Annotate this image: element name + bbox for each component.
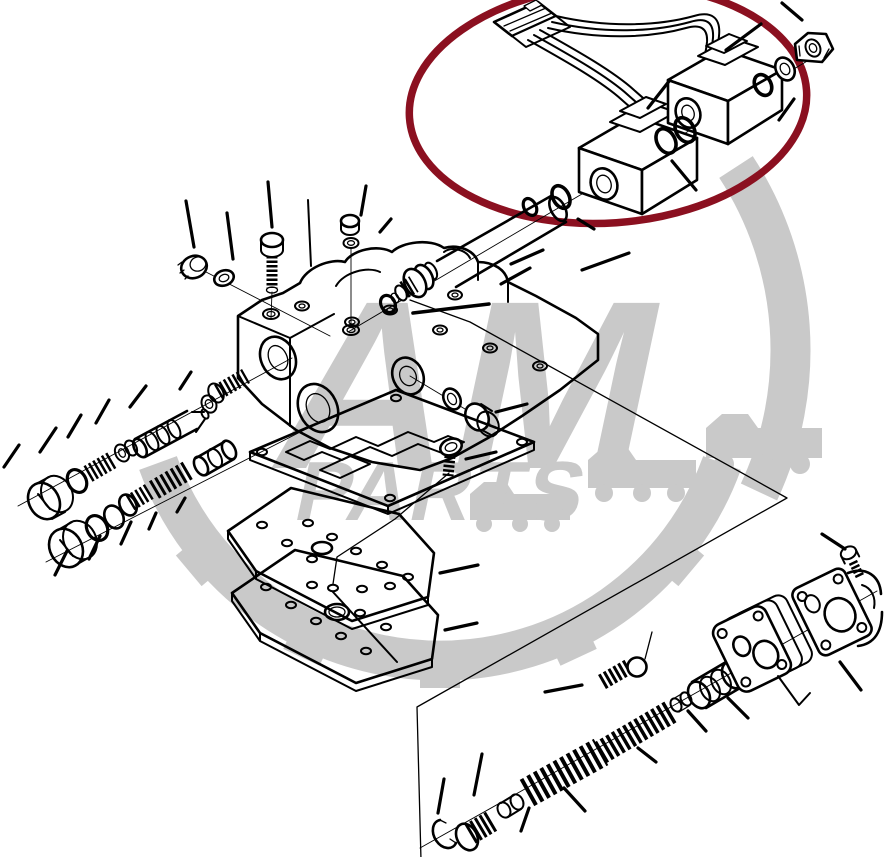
watermark-logo: AM PARTS (139, 156, 822, 688)
gear-teeth (175, 536, 705, 688)
trucks-silhouette (470, 414, 822, 532)
coil-spring-small (83, 451, 119, 482)
watermark-text-primary: AM (255, 251, 689, 519)
truck-icon (706, 414, 822, 474)
hex-plug (177, 254, 209, 280)
grooved-plug (117, 483, 155, 517)
return-spring (148, 460, 196, 499)
flange-housing (791, 567, 884, 657)
truck-icon (588, 447, 696, 502)
body-bore (258, 335, 298, 381)
spool-chain-upper (26, 369, 250, 521)
solenoid-seals (521, 31, 835, 218)
sealing-washer (212, 268, 236, 288)
valve-spool (131, 408, 210, 459)
plate-holes (260, 580, 392, 656)
snap-o-ring (102, 504, 126, 530)
guide-cylinder (496, 793, 525, 819)
pan-screw (439, 437, 463, 477)
plate-holes (256, 518, 414, 594)
ribbed-plug (454, 811, 498, 852)
screw-locating-lines (332, 472, 653, 663)
o-ring (673, 115, 697, 145)
spool-o-ring (65, 467, 89, 495)
breather-cap (339, 213, 361, 236)
hex-nut (793, 31, 835, 64)
highlight-ellipse (405, 0, 811, 228)
body-plug-washer (441, 387, 463, 411)
spacer (669, 691, 693, 713)
pressure-valve-chain (431, 656, 746, 852)
separator-plate-lower (230, 548, 440, 692)
connector-latch (523, 0, 543, 12)
end-cap-1 (26, 474, 74, 521)
valve-body (236, 240, 600, 472)
o-ring (752, 72, 774, 98)
solenoid-bore (589, 167, 619, 201)
threaded-plug (207, 369, 250, 404)
truck-icon (470, 482, 570, 532)
spool-chain-lower (47, 439, 238, 569)
check-ball (626, 656, 648, 678)
valve-gasket (248, 388, 536, 515)
o-ring (654, 126, 678, 156)
pilot-spring (598, 659, 634, 689)
bolt-bosses (262, 289, 548, 372)
end-cover-plate (711, 605, 793, 693)
inner-spring (593, 700, 679, 764)
spool-sleeve (192, 439, 238, 477)
mounting-bolt (259, 231, 285, 294)
main-spring (519, 738, 609, 807)
piston-stack (378, 261, 439, 315)
end-cap-2 (47, 519, 98, 569)
body-bore (390, 356, 426, 396)
snap-ring (431, 818, 458, 850)
cap-washer (342, 237, 360, 249)
flat-washer (773, 56, 797, 82)
washer-pair (113, 439, 139, 463)
o-ring (550, 183, 572, 211)
solenoid-valve-right (666, 33, 784, 146)
section-boundary-outline (409, 299, 788, 857)
leader-lines (2, 1, 863, 833)
